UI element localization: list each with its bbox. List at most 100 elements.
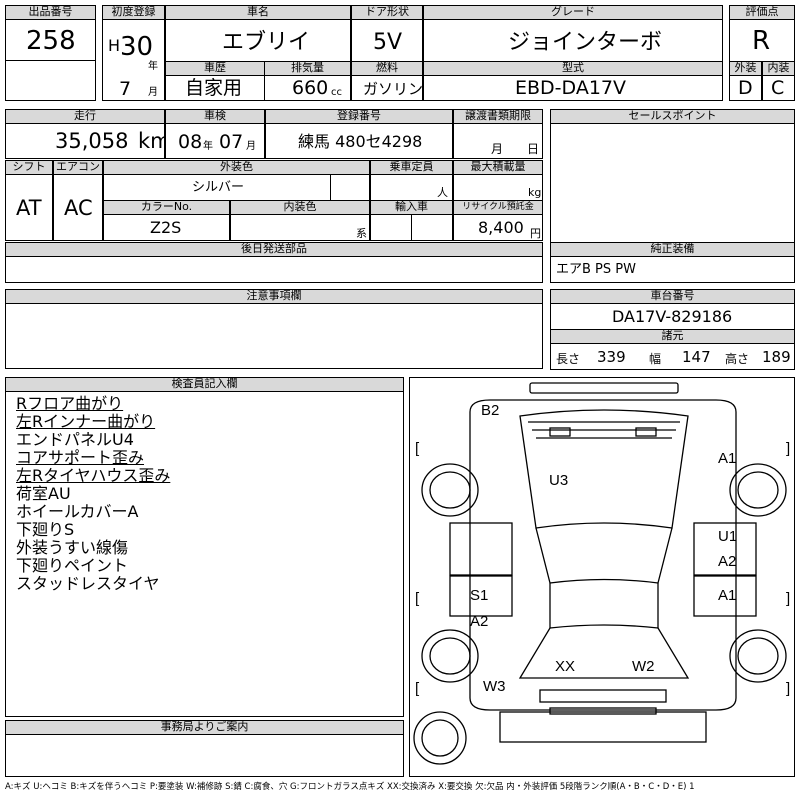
legend: A:キズ U:ヘコミ B:キズを伴うヘコミ P:要塗装 W:補修跡 S:錆 C:…	[5, 782, 695, 792]
interior-color-label: 内装色	[230, 200, 370, 215]
mark-b2: B2	[481, 402, 499, 419]
color-no: Z2S	[150, 218, 182, 237]
caution-box	[5, 303, 543, 369]
rear-bumper	[539, 689, 667, 703]
score-box	[729, 19, 795, 62]
note-line: 下廻りペイント	[16, 556, 129, 575]
interior-color-box	[230, 214, 370, 241]
doors: 5V	[373, 30, 403, 55]
lot-lower	[5, 60, 96, 101]
note-line: 左Rタイヤハウス歪み	[16, 466, 171, 485]
insp-year-unit: 年	[203, 141, 213, 152]
model: EBD-DA17V	[515, 77, 626, 99]
displacement-label: 排気量	[264, 61, 351, 76]
mark-u1: U1	[718, 528, 737, 545]
dims-label: 諸元	[550, 329, 795, 344]
mark-a2-left: A2	[470, 613, 488, 630]
bracket: ]	[786, 680, 790, 697]
ac-box	[53, 174, 103, 241]
car-diagram-svg: B2 U3 A1 U1 A2 A1 S1 A2 XX W2 W3 [ ] [ ]…	[413, 382, 790, 765]
lot-number: 258	[26, 26, 76, 56]
color-no-box	[103, 214, 230, 241]
mark-xx: XX	[555, 658, 575, 675]
import-label: 輸入車	[370, 200, 453, 215]
inspection-label: 車検	[165, 109, 265, 124]
mileage: 35,058	[55, 129, 129, 153]
doors-box	[351, 19, 423, 62]
damage-marks: B2 U3 A1 U1 A2 A1 S1 A2 XX W2 W3 [ ] [ ]…	[415, 402, 790, 697]
score: R	[752, 26, 771, 56]
exterior-box	[729, 75, 762, 101]
exterior-label: 外装	[729, 61, 762, 76]
recycle-unit: 円	[530, 227, 541, 240]
width: 147	[682, 348, 711, 366]
parts-label: 後日発送部品	[5, 242, 543, 257]
mark-a1-right: A1	[718, 587, 736, 604]
body-outline	[469, 399, 737, 711]
plate-box	[265, 123, 453, 159]
wheel-rear-left	[421, 629, 479, 683]
displacement: 660	[292, 77, 329, 99]
wheel-front-left	[421, 463, 479, 517]
cabin-outline	[535, 527, 673, 584]
car-name-label: 車名	[165, 5, 351, 20]
left-rear-door	[449, 575, 513, 617]
transfer-month: 月	[491, 142, 504, 156]
mark-s1: S1	[470, 587, 488, 604]
wheel-front-right	[729, 463, 787, 517]
car-diagram: B2 U3 A1 U1 A2 A1 S1 A2 XX W2 W3 [ ] [ ]…	[409, 377, 795, 777]
model-label: 型式	[423, 61, 723, 76]
interior-color-unit: 系	[356, 227, 367, 240]
score-label: 評価点	[729, 5, 795, 20]
note-line: 左Rインナー曲がり	[16, 412, 156, 431]
wheel-rear-right	[729, 629, 787, 683]
color-no-label: カラーNo.	[103, 200, 230, 215]
history-label: 車歴	[165, 61, 265, 76]
doors-label: ドア形状	[351, 5, 423, 20]
car-name: エブリイ	[222, 30, 311, 55]
mark-w2: W2	[632, 658, 655, 675]
bracket: [	[415, 590, 420, 607]
shift-label: シフト	[5, 160, 53, 175]
insp-month: 07	[219, 131, 244, 153]
front-bumper-outline	[529, 382, 679, 394]
recycle-label: リサイクル預託金	[453, 200, 543, 215]
bracket: ]	[786, 590, 790, 607]
transfer-box	[453, 123, 543, 159]
interior-box	[762, 75, 795, 101]
mark-a1-front: A1	[718, 450, 736, 467]
chassis: DA17V-829186	[612, 307, 733, 326]
sales-box	[550, 123, 795, 257]
fuel: ガソリン	[363, 80, 424, 98]
plate: 練馬 480セ4298	[298, 132, 423, 151]
displacement-box	[264, 75, 351, 101]
transfer-label: 譲渡書類期限	[453, 109, 543, 124]
model-box	[423, 75, 723, 101]
ac-label: エアコン	[53, 160, 103, 175]
equipment-label: 純正装備	[550, 242, 795, 257]
length-label: 長さ	[556, 352, 581, 366]
panel-rect	[549, 427, 571, 437]
fuel-label: 燃料	[351, 61, 423, 76]
fuel-box	[351, 75, 423, 101]
first-reg-label: 初度登録	[102, 5, 165, 20]
panel-rect	[635, 427, 657, 437]
shift: AT	[16, 196, 42, 220]
note-line: 荷室AU	[16, 484, 71, 503]
capacity-unit: 人	[437, 186, 448, 199]
note-line: スタッドレスタイヤ	[16, 574, 160, 593]
grille-lines	[528, 421, 680, 439]
color: シルバー	[192, 180, 245, 195]
capacity-label: 乗車定員	[370, 160, 453, 175]
load-unit: kg	[528, 186, 542, 199]
interior-score: C	[771, 77, 785, 99]
note-line: 外装うすい線傷	[16, 538, 129, 557]
year-unit: 年	[148, 61, 158, 72]
recycle: 8,400	[478, 218, 524, 237]
mark-a2-right: A2	[718, 553, 736, 570]
mileage-label: 走行	[5, 109, 165, 124]
bracket: [	[415, 440, 420, 457]
note-line: ホイールカバーA	[16, 502, 139, 521]
recycle-box	[453, 214, 543, 241]
rear-step	[499, 711, 707, 743]
